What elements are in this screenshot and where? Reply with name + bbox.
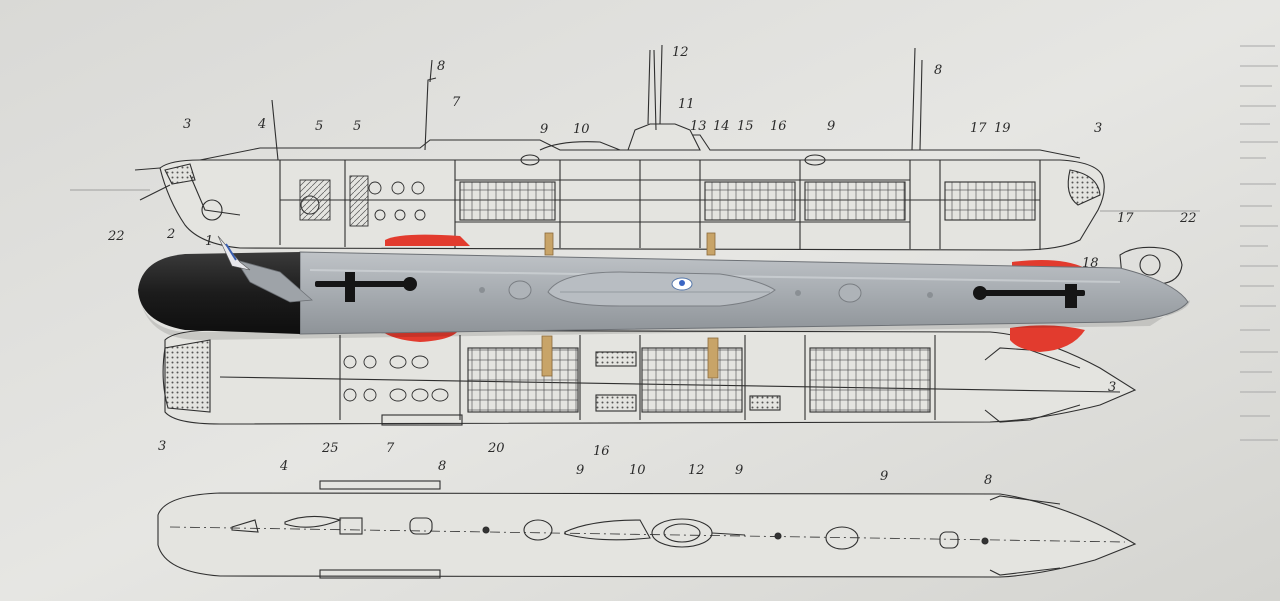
callout-label: 9 — [880, 469, 888, 484]
blueprint-side-view — [134, 44, 1183, 285]
callout-label: 4 — [257, 117, 266, 132]
callout-label: 5 — [315, 119, 323, 134]
callout-label: 9 — [827, 119, 835, 134]
blueprint-deck-view — [157, 480, 1137, 579]
callout-label: 5 — [353, 119, 361, 134]
submarine-model — [138, 235, 1190, 340]
callout-label: 3 — [158, 439, 166, 454]
callout-label: 13 — [690, 119, 707, 134]
callout-label: 10 — [629, 463, 646, 478]
callout-label: 25 — [321, 441, 339, 456]
callout-label: 3 — [1108, 380, 1116, 395]
callout-label: 11 — [678, 97, 695, 112]
callout-label: 16 — [593, 444, 610, 459]
callout-label: 22 — [107, 229, 125, 244]
callout-label: 17 — [970, 121, 987, 136]
callout-label: 12 — [672, 45, 689, 60]
callout-label: 8 — [438, 459, 446, 474]
callout-label: 9 — [540, 122, 548, 137]
callout-label: 4 — [279, 459, 288, 474]
blueprint-plan-view — [162, 329, 1137, 426]
callout-label: 3 — [1094, 121, 1102, 136]
callout-label: 19 — [994, 121, 1011, 136]
margin-notes — [1240, 45, 1278, 441]
callout-label: 17 — [1117, 211, 1134, 226]
callout-label: 9 — [576, 463, 584, 478]
callout-label: 8 — [934, 63, 942, 78]
callout-label: 1 — [205, 234, 213, 249]
callout-label: 7 — [452, 95, 461, 110]
callout-label: 20 — [487, 441, 505, 456]
callout-label: 14 — [713, 119, 730, 134]
callout-label: 8 — [984, 473, 992, 488]
wooden-supports — [541, 232, 719, 379]
callout-label: 22 — [1179, 211, 1197, 226]
callout-label: 10 — [573, 122, 590, 137]
callout-label: 18 — [1082, 256, 1099, 271]
callout-label: 7 — [386, 441, 395, 456]
callout-label: 3 — [183, 117, 191, 132]
callout-label: 2 — [166, 227, 175, 242]
callout-label: 15 — [737, 119, 754, 134]
callout-label: 16 — [770, 119, 787, 134]
callout-label: 12 — [688, 463, 705, 478]
side-view-callouts: 3 4 5 5 8 7 9 10 12 11 13 14 15 16 9 8 1… — [107, 45, 1197, 271]
callout-label: 9 — [735, 463, 743, 478]
plan-view-callouts: 3 25 7 20 16 3 — [158, 380, 1116, 459]
deck-view-callouts: 4 8 9 10 12 9 9 8 — [279, 459, 992, 488]
callout-label: 8 — [437, 59, 445, 74]
